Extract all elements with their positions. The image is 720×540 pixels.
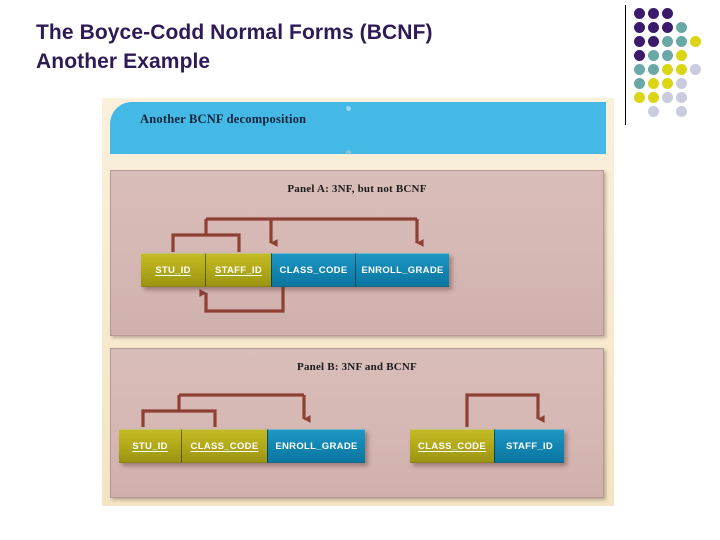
decorative-dot-lavender xyxy=(676,78,687,89)
decorative-dot-grid xyxy=(634,8,714,123)
attribute-class-code[interactable]: CLASS_CODE xyxy=(181,429,267,463)
decorative-dot-purple xyxy=(634,50,645,61)
decorative-dot-teal xyxy=(648,50,659,61)
decorative-dot-teal xyxy=(648,64,659,75)
relation-b1: STU_ID CLASS_CODE ENROLL_GRADE xyxy=(119,429,365,463)
decorative-dot-yellow xyxy=(648,92,659,103)
decorative-dot-lavender xyxy=(648,106,659,117)
page-title: The Boyce-Codd Normal Forms (BCNF) Anoth… xyxy=(36,21,433,73)
figure-header-bar: Another BCNF decomposition xyxy=(110,102,606,154)
figure-header-title: Another BCNF decomposition xyxy=(140,112,307,126)
decorative-dot-purple xyxy=(648,36,659,47)
decorative-dot-purple xyxy=(634,22,645,33)
decorative-dot-purple xyxy=(634,36,645,47)
decorative-dot-lavender xyxy=(662,92,673,103)
attribute-stu-id[interactable]: STU_ID xyxy=(141,253,205,287)
panel-a-title: Panel A: 3NF, but not BCNF xyxy=(287,183,427,195)
attribute-staff-id[interactable]: STAFF_ID xyxy=(205,253,271,287)
attribute-staff-id[interactable]: STAFF_ID xyxy=(494,429,564,463)
relation-a1: STU_ID STAFF_ID CLASS_CODE ENROLL_GRADE xyxy=(141,253,449,287)
attribute-label: CLASS_CODE xyxy=(190,440,259,452)
decorative-dot-teal xyxy=(676,22,687,33)
decorative-dot-lavender xyxy=(690,64,701,75)
decorative-dot-teal xyxy=(662,36,673,47)
decorative-dot-yellow xyxy=(662,64,673,75)
decorative-dot-yellow xyxy=(676,64,687,75)
decorative-dot-teal xyxy=(676,36,687,47)
decorative-dot-purple xyxy=(662,8,673,19)
decorative-dot-purple xyxy=(648,8,659,19)
attribute-label: ENROLL_GRADE xyxy=(361,264,444,276)
attribute-label: CLASS_CODE xyxy=(418,440,486,452)
attribute-class-code[interactable]: CLASS_CODE xyxy=(410,429,494,463)
bcnf-decomposition-figure: Another BCNF decomposition Panel A: 3NF,… xyxy=(102,98,614,506)
attribute-label: ENROLL_GRADE xyxy=(275,440,358,452)
decorative-dot-lavender xyxy=(676,106,687,117)
decorative-dot-teal xyxy=(662,50,673,61)
attribute-enroll-grade[interactable]: ENROLL_GRADE xyxy=(355,253,449,287)
decorative-dot-yellow xyxy=(690,36,701,47)
decorative-dot-teal xyxy=(634,78,645,89)
decorative-dot-yellow xyxy=(634,92,645,103)
decorative-dot-yellow xyxy=(648,78,659,89)
attribute-label: STU_ID xyxy=(132,440,168,452)
attribute-label: STU_ID xyxy=(155,264,191,276)
panel-b: Panel B: 3NF and BCNF STU_ID xyxy=(110,348,604,498)
decorative-dot-purple xyxy=(662,22,673,33)
header-dot-bottom-icon xyxy=(346,150,351,155)
relation-b2: CLASS_CODE STAFF_ID xyxy=(410,429,564,463)
decorative-dot-teal xyxy=(634,64,645,75)
decorative-dot-lavender xyxy=(676,92,687,103)
attribute-label: CLASS_CODE xyxy=(279,264,348,276)
decorative-dot-yellow xyxy=(662,78,673,89)
vertical-divider xyxy=(625,5,626,125)
decorative-dot-purple xyxy=(634,8,645,19)
panel-a: Panel A: 3NF, but not BCNF xyxy=(110,170,604,336)
panel-b-title: Panel B: 3NF and BCNF xyxy=(297,361,417,373)
decorative-dot-yellow xyxy=(676,50,687,61)
attribute-enroll-grade[interactable]: ENROLL_GRADE xyxy=(267,429,365,463)
decorative-dot-purple xyxy=(648,22,659,33)
attribute-class-code[interactable]: CLASS_CODE xyxy=(271,253,355,287)
attribute-label: STAFF_ID xyxy=(505,440,554,452)
header-dot-top-icon xyxy=(346,106,351,111)
attribute-stu-id[interactable]: STU_ID xyxy=(119,429,181,463)
attribute-label: STAFF_ID xyxy=(214,264,263,276)
